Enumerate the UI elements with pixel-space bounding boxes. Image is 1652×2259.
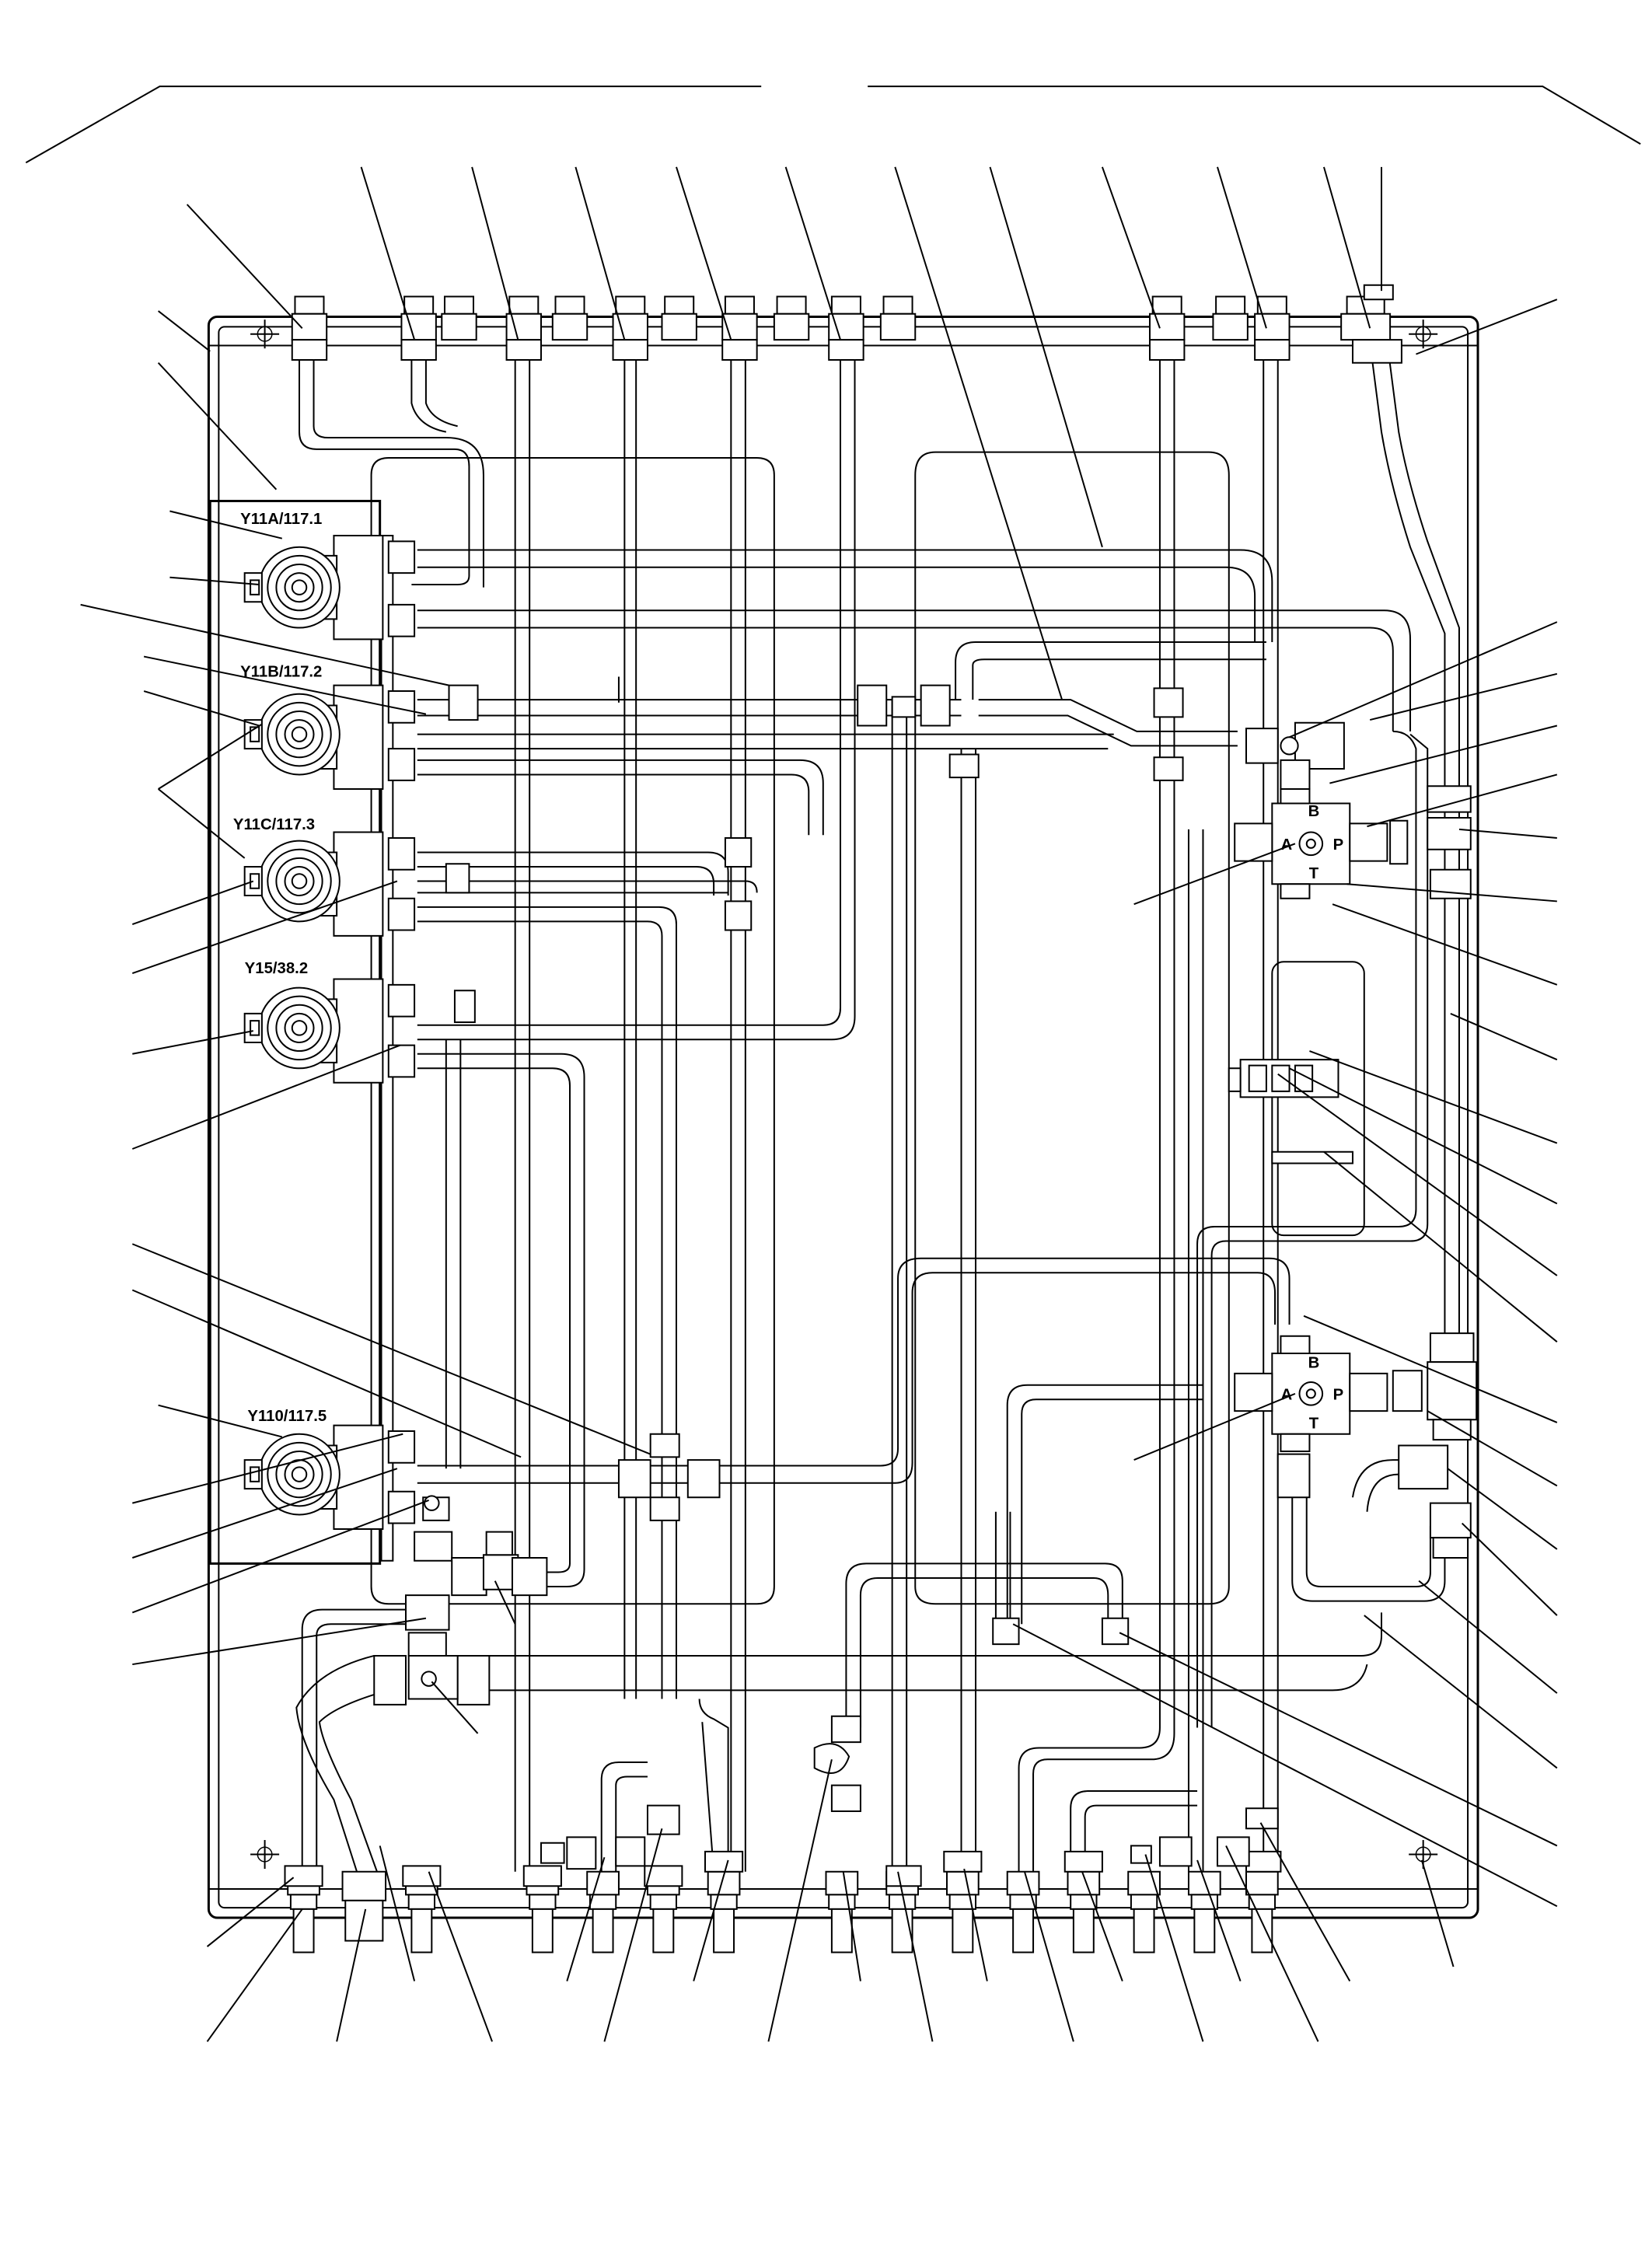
port-letter-p-upper: P [1333,836,1344,854]
solenoid-valve-y11b[interactable] [245,686,383,789]
pipe-network [296,343,1459,1872]
pressure-valve-lower[interactable]: B A P T [1235,1336,1387,1451]
port-letter-b-upper: B [1308,803,1320,820]
pressure-valve-upper[interactable]: B A P T [1235,789,1387,899]
solenoid-valve-y15[interactable] [245,979,383,1082]
manifold-fittings [389,541,478,1523]
mounting-hole-top-left [250,319,279,348]
label-y11c: Y11C/117.3 [233,816,315,833]
label-y11b: Y11B/117.2 [240,663,322,680]
port-letter-t-lower: T [1309,1415,1319,1432]
port-letter-b-lower: B [1308,1355,1320,1372]
solenoid-valve-y11c[interactable] [245,833,383,936]
callout-leaders [81,167,1557,2041]
solenoid-labels: Y11A/117.1 Y11B/117.2 Y11C/117.3 Y15/38.… [233,511,327,1425]
mounting-hole-bottom-right [1409,1840,1437,1869]
label-y11a: Y11A/117.1 [240,511,322,528]
mounting-hole-top-right [1409,319,1437,348]
mounting-holes [250,319,1437,1869]
top-fitting-row [292,285,1402,363]
bottom-fitting-row [285,1852,1281,1953]
port-letter-a-upper: A [1280,836,1292,854]
solenoid-valve-y11a[interactable] [245,536,383,639]
label-y110: Y110/117.5 [247,1408,327,1425]
top-outline-bracket [26,86,1640,162]
label-y15: Y15/38.2 [245,960,308,977]
mounting-hole-bottom-left [250,1840,279,1869]
port-letter-t-upper: T [1309,865,1319,882]
port-letter-p-lower: P [1333,1386,1344,1403]
